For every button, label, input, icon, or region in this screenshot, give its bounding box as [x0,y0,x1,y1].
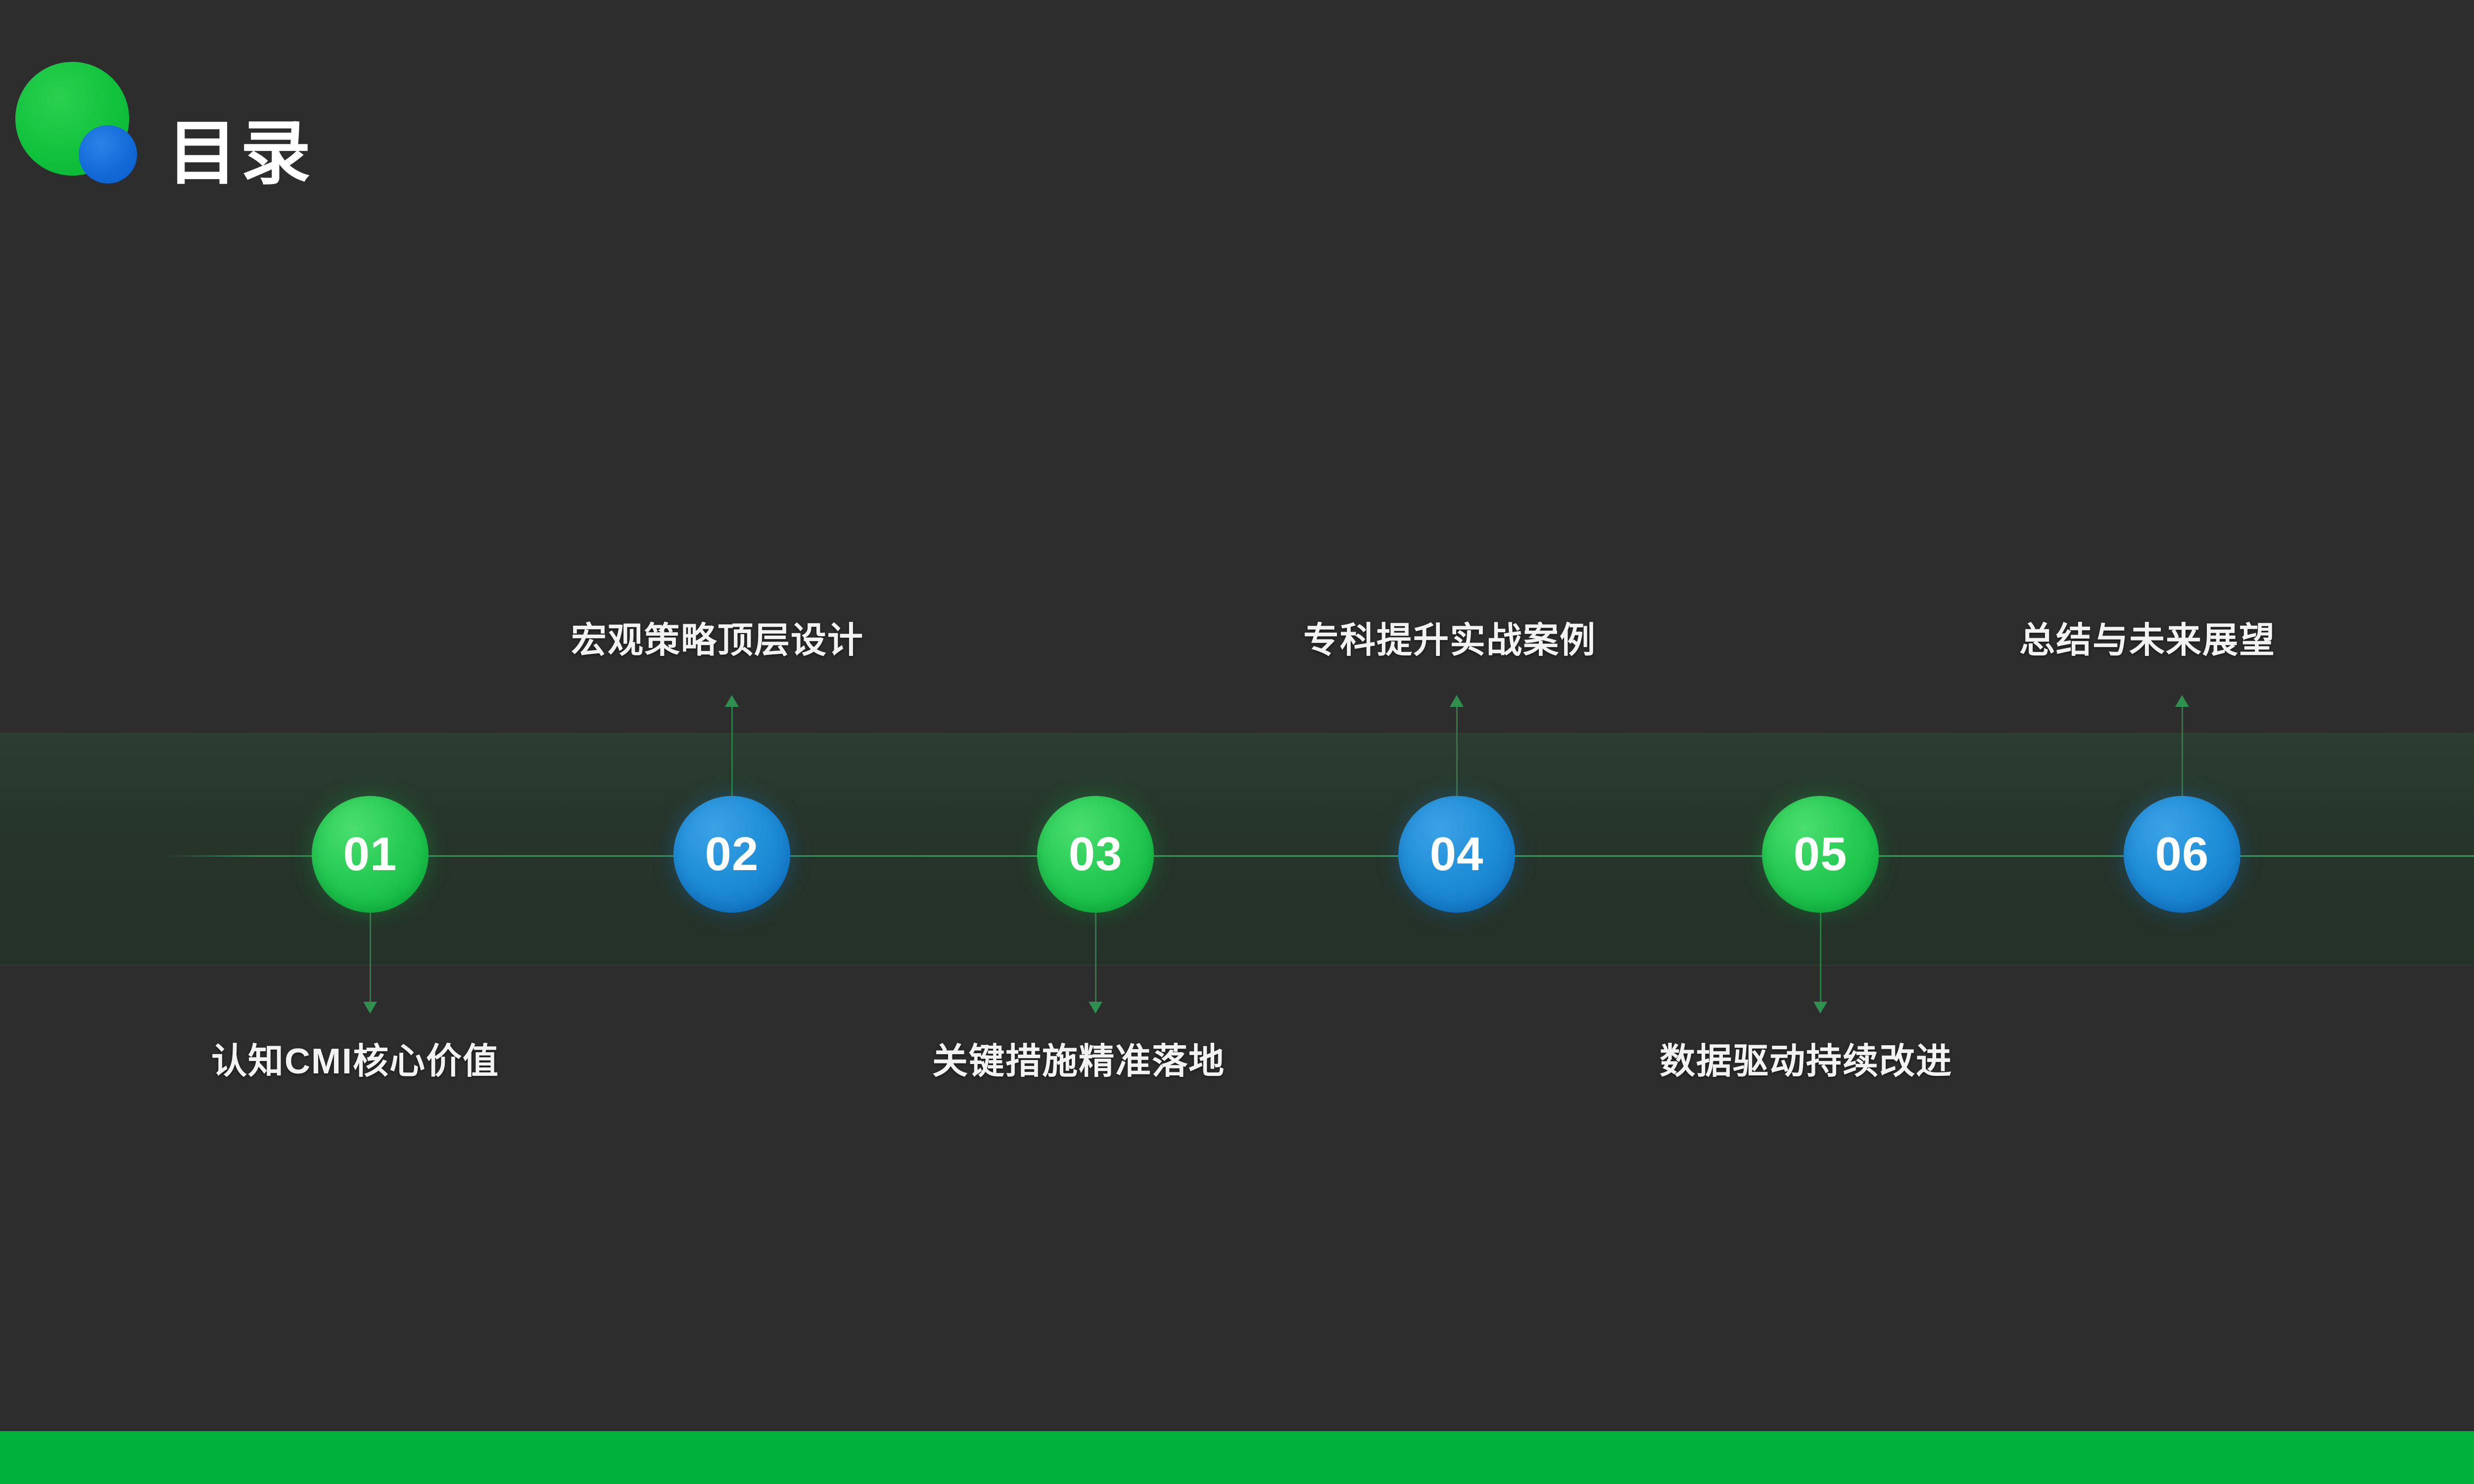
connector-stem-down-1 [363,913,377,1014]
logo-mark [15,62,137,184]
timeline-node-number-5: 05 [1762,796,1879,913]
connector-arrow-down-icon-1 [363,1002,377,1014]
connector-stem-down-3 [1089,913,1102,1014]
timeline-node-number-2: 02 [673,796,790,913]
connector-stem-down-5 [1813,913,1827,1014]
timeline-node-number-3: 03 [1037,796,1154,913]
page-title: 目录 [167,114,314,193]
timeline-label-3: 关键措施精准落地 [932,1042,1226,1081]
connector-arrow-up-icon-2 [725,695,739,707]
timeline-label-4: 专科提升实战案例 [1303,621,1597,660]
timeline-node-number-6: 06 [2124,796,2240,913]
connector-stem-up-4 [1450,695,1464,796]
timeline-label-1: 认知CMI核心价值 [211,1042,499,1081]
timeline-band [0,733,2474,966]
slide-header: 目录 [0,0,2474,208]
timeline-axis-line [163,855,2474,857]
timeline-node-number-1: 01 [312,796,428,913]
timeline-axis [163,854,2474,857]
timeline-node-number-4: 04 [1398,796,1515,913]
connector-arrow-up-icon-4 [1450,695,1464,707]
connector-arrow-down-icon-3 [1089,1002,1102,1014]
connector-stem-up-6 [2175,695,2189,796]
logo-blue-circle-icon [79,125,137,184]
timeline-label-5: 数据驱动持续改进 [1659,1042,1953,1081]
connector-arrow-down-icon-5 [1813,1002,1827,1014]
footer-accent-bar [0,1431,2474,1484]
connector-arrow-up-icon-6 [2175,695,2189,707]
connector-stem-up-2 [725,695,739,796]
timeline-label-6: 总结与未来展望 [2019,621,2276,660]
footer-divider [0,1429,2474,1431]
timeline-label-2: 宏观策略顶层设计 [571,621,864,660]
